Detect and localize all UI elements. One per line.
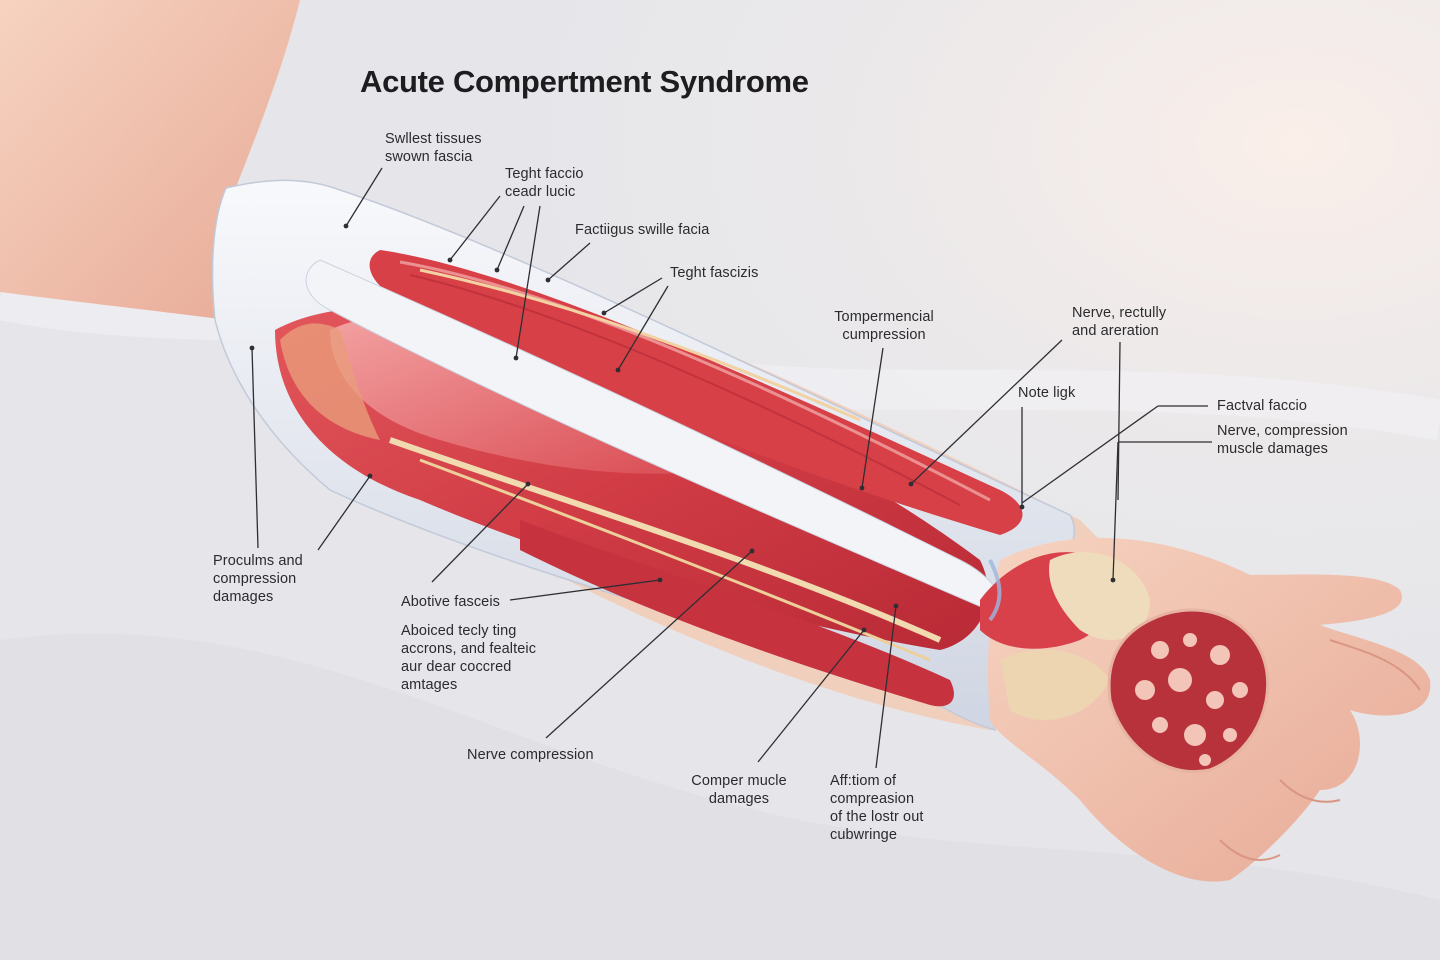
label-facitigus-swelle: Factiigus swille facia bbox=[575, 222, 710, 238]
label-aboiced-tecly: Aboiced tecly ting accrons, and fealteic… bbox=[401, 623, 537, 693]
label-tight-fascia-1: Teght faccio ceadr lucic bbox=[505, 166, 584, 200]
label-nerve-compression: Nerve compression bbox=[467, 747, 594, 763]
label-swollen-tissues: Swllest tissues swown fascia bbox=[385, 131, 482, 165]
label-proculums: Proculms and compression damages bbox=[213, 553, 303, 605]
label-factval-faccio: Factval faccio bbox=[1217, 398, 1308, 414]
label-note-ligk: Note ligk bbox=[1018, 385, 1076, 401]
label-abotive-fasceis: Abotive fasceis bbox=[401, 594, 501, 610]
diagram-title: Acute Compertment Syndrome bbox=[360, 64, 809, 99]
label-tight-fascia-2: Teght fascizis bbox=[670, 265, 759, 281]
label-comper-mucle: Comper mucle damages bbox=[691, 773, 787, 807]
label-nerve-muscle-damage: Nerve, compression muscle damages bbox=[1217, 423, 1348, 457]
label-tompermencial: Tompermencial cumpression bbox=[834, 309, 934, 343]
label-affition: Aff:tiom of compreasion of the lostr out… bbox=[830, 773, 924, 843]
label-nerve-rectully: Nerve, rectully and areration bbox=[1072, 305, 1167, 339]
